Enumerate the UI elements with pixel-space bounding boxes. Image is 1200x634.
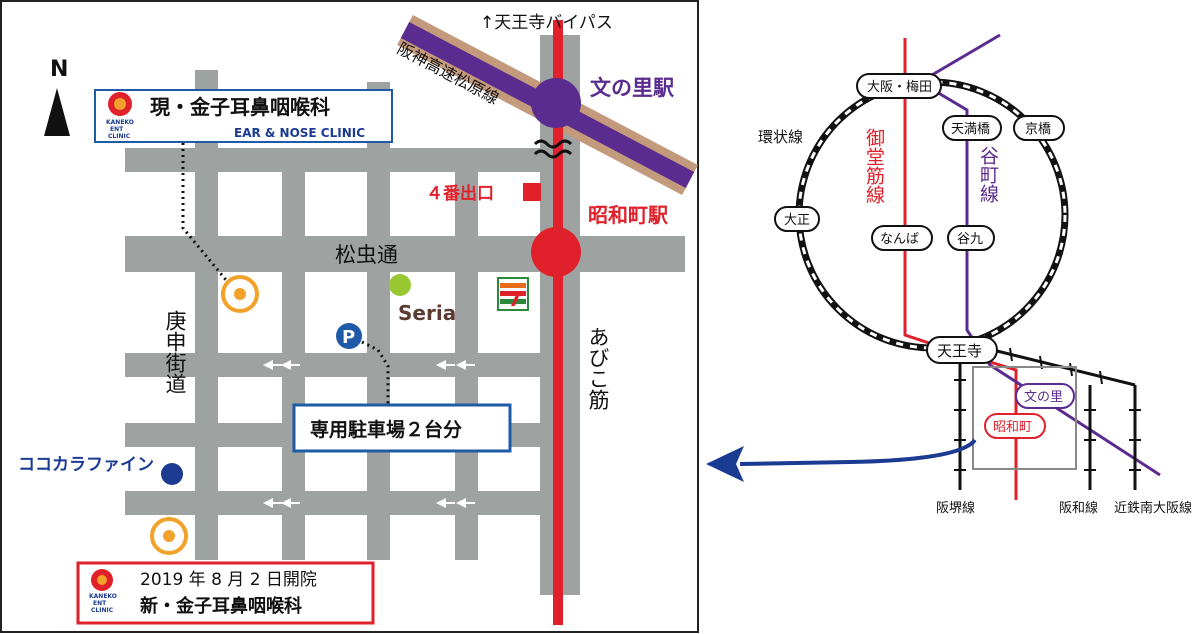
station-showacho-marker — [531, 227, 581, 277]
station-osaka-pill — [856, 73, 942, 99]
street-matsumushi-label: 松虫通 — [335, 243, 398, 267]
logo-text-1: KANEKO — [106, 119, 134, 126]
exit-4-marker — [523, 183, 541, 201]
kintetsu-line-label: 近鉄南大阪線 — [1114, 500, 1192, 516]
station-showacho-label: 昭和町駅 — [588, 203, 668, 227]
current-clinic-box: KANEKO ENT CLINIC 現・金子耳鼻咽喉科 EAR & NOSE C… — [94, 89, 393, 143]
convenience-store-icon: 7 — [497, 277, 529, 311]
hankai-line-label: 阪堺線 — [936, 500, 975, 516]
station-fuminosato-pill — [1015, 383, 1075, 409]
station-taisho-pill — [774, 206, 820, 232]
logo-text-3: CLINIC — [91, 607, 114, 614]
pointer-arrow-head-icon — [706, 446, 744, 482]
logo-text-2: ENT — [93, 600, 107, 607]
seria-label: Seria — [398, 301, 456, 325]
street-koshin-label: 庚申街道 — [163, 310, 187, 394]
parking-box-label: 専用駐車場２台分 — [310, 418, 462, 441]
station-osaka-label: 大阪・梅田 — [867, 80, 932, 95]
current-clinic-marker — [221, 275, 259, 313]
station-tenmabashi-label: 天満橋 — [951, 122, 990, 137]
station-kyobashi-label: 京橋 — [1025, 122, 1051, 137]
station-tenmabashi-pill — [942, 115, 1002, 141]
new-clinic-opening: 2019 年 8 月 2 日開院 — [140, 570, 317, 590]
station-tanimachi9-pill — [947, 225, 995, 251]
station-tennoji-pill — [926, 336, 998, 364]
new-clinic-name: 新・金子耳鼻咽喉科 — [140, 595, 302, 617]
logo-text-3: CLINIC — [108, 133, 131, 140]
cocokara-label: ココカラファイン — [18, 455, 154, 475]
station-kyobashi-pill — [1013, 115, 1065, 141]
north-label: N — [50, 57, 68, 82]
station-fuminosato-marker — [531, 78, 581, 128]
new-clinic-box: KANEKO ENT CLINIC 2019 年 8 月 2 日開院 新・金子耳… — [76, 561, 375, 625]
loop-line-label: 環状線 — [758, 128, 803, 146]
street-abiko-label: あびこ筋 — [586, 326, 610, 410]
current-clinic-english: EAR & NOSE CLINIC — [234, 126, 365, 140]
station-tanimachi9-label: 谷九 — [957, 232, 983, 247]
station-namba-pill — [871, 225, 933, 251]
svg-text:7: 7 — [508, 287, 522, 311]
station-showacho-pill — [984, 413, 1046, 439]
current-clinic-path — [181, 143, 228, 281]
pointer-arrow — [739, 438, 977, 466]
parking-box — [292, 403, 512, 453]
parking-label: P — [342, 327, 355, 348]
one-way-arrows — [263, 360, 475, 508]
exit-4-label: ４番出口 — [426, 183, 494, 204]
seria-marker — [389, 274, 411, 296]
route-map: 大阪・梅田 天満橋 京橋 大正 なんば 谷九 天王寺 文の里 昭和町 環状線 御… — [706, 33, 1192, 516]
station-fuminosato-label: 文の里駅 — [590, 75, 675, 100]
rail-ties — [954, 347, 1141, 471]
station-namba-label: なんば — [880, 232, 919, 247]
current-clinic-name: 現・金子耳鼻咽喉科 — [150, 95, 330, 119]
local-map: N ↑天王寺バイパス 阪神高速松原線 文の里駅 昭和町駅 ４番出口 松虫通 庚申… — [0, 0, 699, 633]
north-arrow-icon — [44, 88, 70, 136]
break-mark — [533, 139, 573, 159]
bypass-label: ↑天王寺バイパス — [480, 13, 613, 33]
hanwa-line-label: 阪和線 — [1059, 500, 1098, 516]
focus-area — [972, 366, 1077, 470]
cocokara-marker — [161, 463, 183, 485]
logo-text-2: ENT — [110, 126, 124, 133]
station-showacho-label: 昭和町 — [993, 420, 1032, 435]
midosuji-line-label: 御堂筋線 — [863, 128, 885, 204]
tanimachi-line-label: 谷町線 — [977, 146, 999, 203]
new-clinic-marker — [150, 517, 188, 555]
station-fuminosato-label: 文の里 — [1024, 390, 1063, 405]
station-taisho-label: 大正 — [784, 213, 810, 228]
logo-text-1: KANEKO — [89, 593, 117, 600]
station-tennoji-label: 天王寺 — [937, 342, 982, 360]
parking-icon — [336, 323, 362, 349]
